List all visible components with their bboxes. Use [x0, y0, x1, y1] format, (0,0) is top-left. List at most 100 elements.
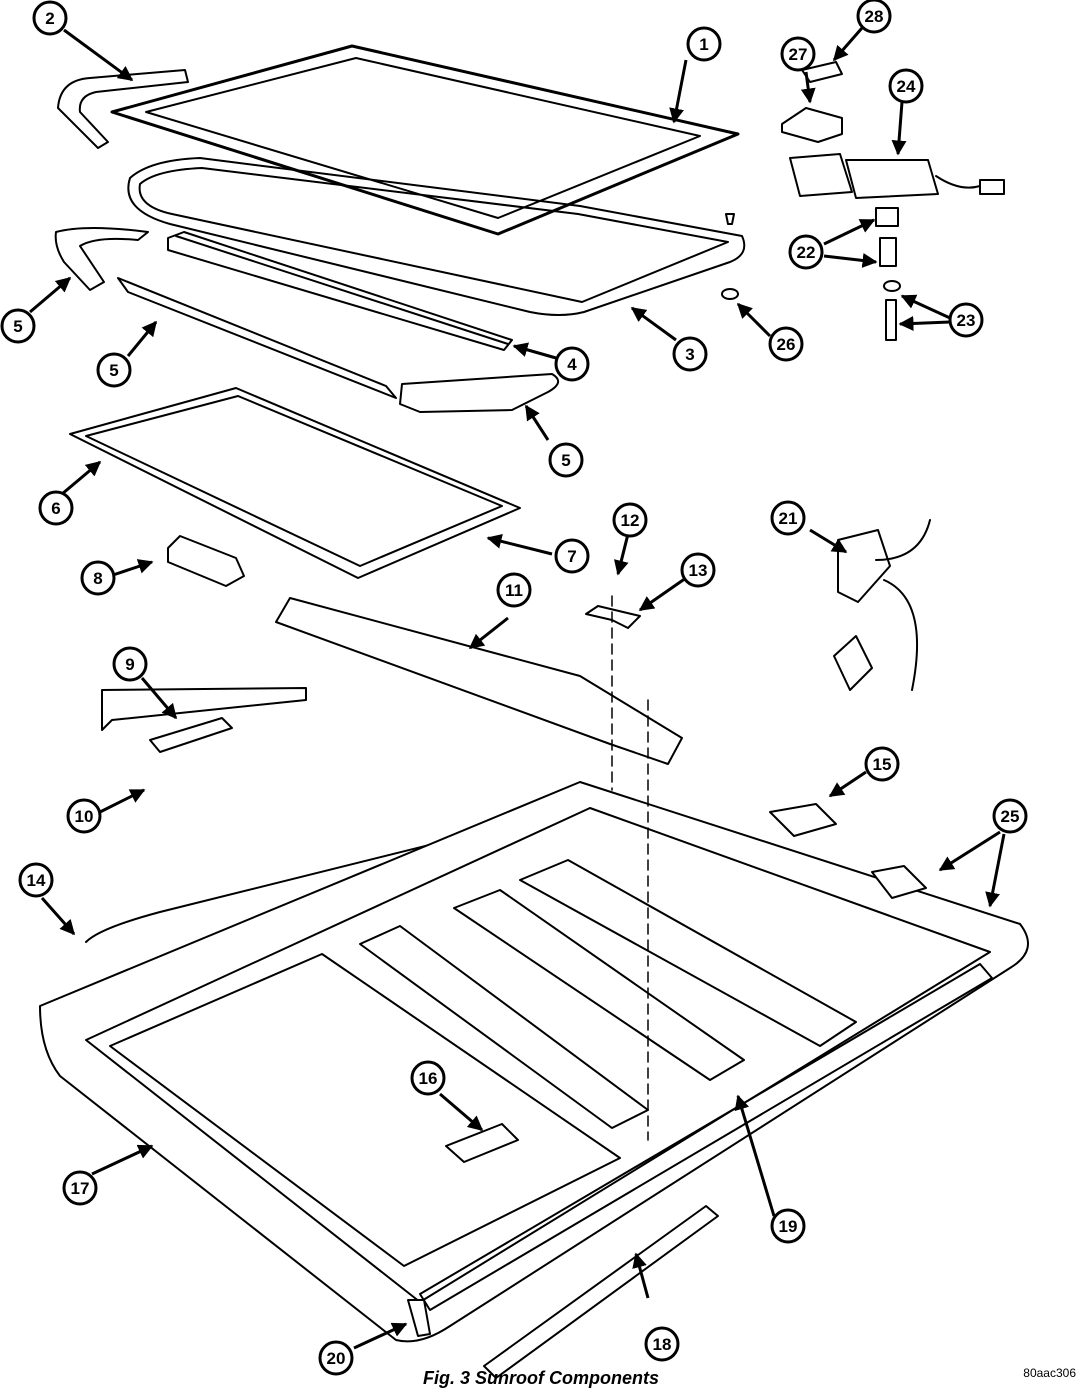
callout-label: 15	[873, 755, 892, 774]
part-glass-panel	[110, 44, 740, 236]
callout-label: 5	[109, 361, 118, 380]
part-motor-bracket	[781, 61, 843, 143]
callout-label: 14	[27, 871, 46, 890]
callout-c10: 10	[66, 798, 102, 834]
callout-label: 2	[45, 9, 54, 28]
callout-circle	[856, 0, 892, 34]
part-deflector-trim	[54, 227, 559, 413]
part-hardware	[721, 207, 901, 341]
callout-c23: 23	[948, 302, 984, 338]
callout-label: 11	[505, 581, 523, 600]
callout-circle	[554, 538, 590, 574]
callout-circle	[612, 502, 648, 538]
callout-circle	[18, 862, 54, 898]
callout-label: 7	[567, 547, 576, 566]
callout-circle	[112, 646, 148, 682]
callout-circle	[770, 1208, 806, 1244]
part-switch	[833, 519, 931, 691]
callout-c17: 17	[62, 1170, 98, 1206]
callout-c3: 3	[672, 336, 708, 372]
callout-label: 12	[621, 511, 640, 530]
callout-c22: 22	[788, 234, 824, 270]
callout-label: 8	[93, 569, 102, 588]
callout-circle	[948, 302, 984, 338]
callout-circle	[554, 346, 590, 382]
callout-label: 27	[789, 45, 808, 64]
callout-circle	[38, 490, 74, 526]
part-motor	[789, 153, 1005, 199]
callout-label: 10	[75, 807, 94, 826]
callout-circle	[96, 352, 132, 388]
callout-c14: 14	[18, 862, 54, 898]
part-drain-tube	[85, 799, 611, 943]
part-front-rail	[483, 1205, 719, 1379]
callout-circle	[0, 308, 36, 344]
callout-c5b: 5	[96, 352, 132, 388]
part-rear-tray	[275, 597, 683, 765]
part-housing-frame	[39, 781, 1029, 1343]
part-guide-rail	[419, 963, 993, 1311]
part-front-seal	[57, 69, 189, 149]
part-sunshade-handle	[167, 535, 245, 587]
callout-circle	[496, 572, 532, 608]
callout-circle	[548, 442, 584, 478]
part-deflector-seal	[167, 231, 513, 351]
part-drive-lug	[445, 1123, 519, 1163]
callout-circle	[80, 560, 116, 596]
callout-label: 17	[71, 1179, 90, 1198]
part-glass-seal	[127, 157, 746, 316]
callout-c26: 26	[768, 326, 804, 362]
callout-label: 9	[125, 655, 134, 674]
callout-circle	[62, 1170, 98, 1206]
callout-label: 13	[689, 561, 708, 580]
callout-circle	[680, 552, 716, 588]
callout-label: 19	[779, 1217, 798, 1236]
callout-circle	[672, 336, 708, 372]
callout-c6: 6	[38, 490, 74, 526]
callout-c25: 25	[992, 798, 1028, 834]
callout-label: 3	[685, 345, 694, 364]
callout-circle	[686, 26, 722, 62]
part-housing-bracket	[769, 803, 837, 837]
callout-label: 4	[567, 355, 577, 374]
callout-label: 6	[51, 499, 60, 518]
callout-c16: 16	[410, 1060, 446, 1096]
callout-label: 5	[561, 451, 570, 470]
callout-c18: 18	[644, 1326, 680, 1362]
part-sunshade	[69, 387, 521, 579]
callout-label: 21	[779, 509, 798, 528]
callout-circle	[410, 1060, 446, 1096]
callout-circle	[992, 798, 1028, 834]
callout-label: 1	[699, 35, 708, 54]
part-drain-spout	[407, 1299, 431, 1337]
callout-c13: 13	[680, 552, 716, 588]
callout-label: 24	[897, 77, 916, 96]
part-motor-mount	[871, 865, 927, 899]
callout-circle	[864, 746, 900, 782]
callout-c1: 1	[686, 26, 722, 62]
callout-c27: 27	[780, 36, 816, 72]
drawing-code: 80aac306	[1023, 1366, 1076, 1380]
callout-c7: 7	[554, 538, 590, 574]
callout-label: 20	[327, 1349, 346, 1368]
callout-c4: 4	[554, 346, 590, 382]
callout-c24: 24	[888, 68, 924, 104]
callout-circle	[644, 1326, 680, 1362]
callout-c5a: 5	[0, 308, 36, 344]
callout-c20: 20	[318, 1340, 354, 1376]
callout-circle	[888, 68, 924, 104]
callout-circle	[780, 36, 816, 72]
callout-circle	[788, 234, 824, 270]
callout-circle	[768, 326, 804, 362]
figure-caption: Fig. 3 Sunroof Components	[423, 1368, 659, 1388]
callout-circle	[770, 500, 806, 536]
part-cable-guides	[101, 687, 307, 753]
callout-circle	[66, 798, 102, 834]
callout-label: 16	[419, 1069, 438, 1088]
callout-c15: 15	[864, 746, 900, 782]
callout-label: 18	[653, 1335, 672, 1354]
callout-c5c: 5	[548, 442, 584, 478]
callout-c9: 9	[112, 646, 148, 682]
callout-label: 28	[865, 7, 884, 26]
callout-label: 5	[13, 317, 22, 336]
